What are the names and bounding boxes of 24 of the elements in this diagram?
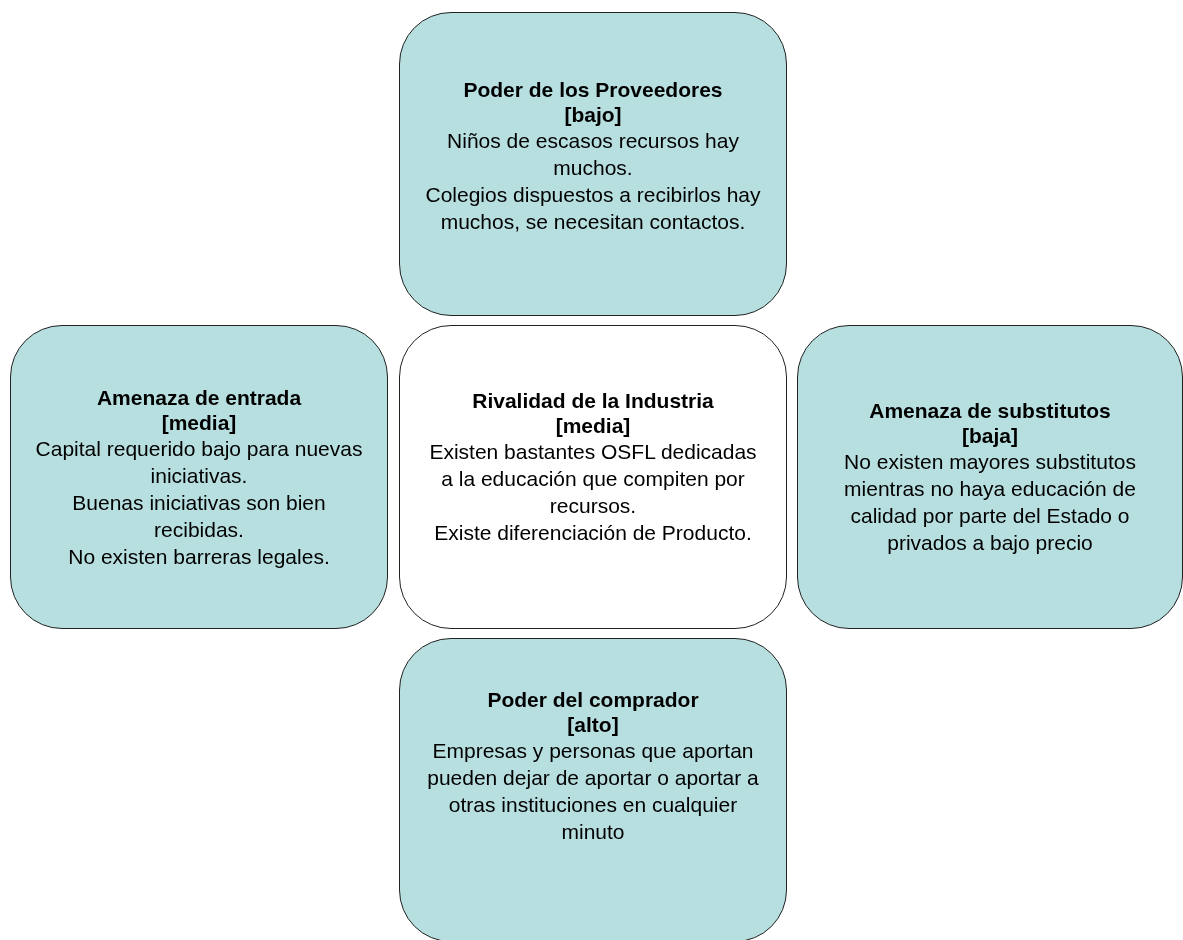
description-text: No existen mayores substitutos mientras no haya educación de calidad por parte del Estado o privados a bajo precio [843,449,1137,556]
rating-label: [alto] [567,712,619,737]
rating-label: [media] [161,409,237,435]
rounded-box [399,325,787,629]
description-text: Existen bastantes OSFL dedicadas a la educación que compiten por recursos. [428,439,758,519]
rounded-box [399,12,787,316]
rating-label: [media] [555,413,631,438]
description-text: Niños de escasos recursos hay muchos. [446,128,740,181]
rating-label: [bajo] [564,102,622,127]
description-text: Empresas y personas que aportan pueden dejar de aportar o aportar a otras instituciones en cualquier minuto [426,738,760,845]
description-text: No existen barreras legales. [68,543,330,570]
description-text: Colegios dispuestos a recibirlos hay muchos, se necesitan contactos. [424,182,762,235]
box-title: Poder de los Proveedores [463,77,723,102]
box-title: Rivalidad de la Industria [472,388,714,413]
rating-label: [baja] [962,423,1018,448]
box-title: Amenaza de entrada [96,384,302,410]
box-title: Poder del comprador [487,687,699,712]
description-text: Existe diferenciación de Producto. [434,520,752,546]
rounded-box [797,325,1183,629]
description-text: Capital requerido bajo para nuevas iniciativas. [34,435,364,489]
box-title: Amenaza de substitutos [869,398,1111,423]
rounded-box [10,325,388,629]
description-text: Buenas iniciativas son bien recibidas. [71,489,327,543]
rounded-box [399,638,787,940]
